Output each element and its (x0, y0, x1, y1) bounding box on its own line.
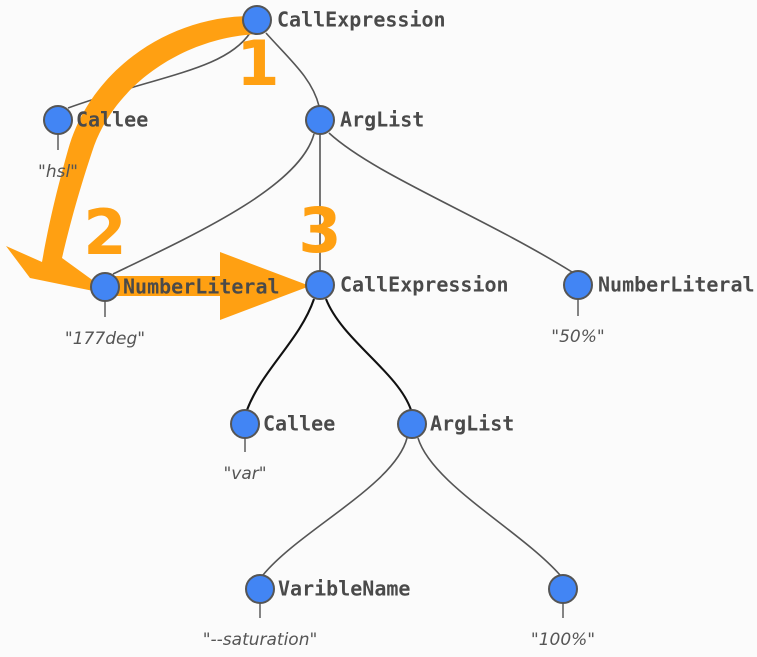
tree-edges (67, 32, 573, 576)
node-label-num177: NumberLiteral (123, 275, 280, 299)
edge-root-arglist1 (265, 32, 320, 107)
node-label-root: CallExpression (277, 8, 446, 32)
step-number-3: 3 (298, 194, 341, 267)
node-value-varname: "--saturation" (203, 630, 318, 650)
step-numbers: 1 2 3 (83, 27, 341, 269)
node-value-num177: "177deg" (65, 329, 145, 349)
highlight-arrow-1 (6, 15, 257, 296)
edge-call2-callee2 (246, 298, 315, 411)
node-varname[interactable]: VaribleName "--saturation" (203, 574, 411, 650)
node-arglist2[interactable]: ArgList (397, 409, 514, 439)
node-label-num50: NumberLiteral (598, 273, 755, 297)
node-value-num100: "100%" (531, 630, 595, 650)
edge-arglist1-num177 (112, 133, 315, 275)
node-num100[interactable]: "100%" (531, 574, 595, 650)
edge-arglist1-num50 (328, 132, 573, 273)
arrow2-shape (103, 252, 310, 320)
node-num50[interactable]: NumberLiteral "50%" (551, 270, 755, 347)
node-label-callee1: Callee (76, 108, 148, 132)
step-number-1: 1 (236, 27, 279, 100)
arrow1-shape (6, 15, 257, 296)
edge-call2-arglist2 (325, 298, 412, 411)
node-callee1[interactable]: Callee "hsl" (38, 105, 148, 182)
step-number-2: 2 (83, 196, 126, 269)
node-label-call2: CallExpression (340, 273, 509, 297)
node-value-num50: "50%" (551, 327, 604, 347)
edge-arglist2-varname (262, 437, 408, 576)
node-label-arglist1: ArgList (340, 108, 424, 132)
edge-arglist2-num100 (417, 437, 561, 576)
highlight-arrow-2 (103, 252, 310, 320)
node-value-callee1: "hsl" (38, 162, 78, 182)
node-arglist1[interactable]: ArgList (305, 105, 424, 135)
node-label-arglist2: ArgList (430, 412, 514, 436)
node-value-callee2: "var" (223, 464, 266, 484)
node-label-callee2: Callee (263, 412, 335, 436)
ast-nodes: CallExpression Callee "hsl" ArgList Numb… (38, 5, 755, 650)
node-callee2[interactable]: Callee "var" (223, 409, 335, 484)
node-root[interactable]: CallExpression (242, 5, 446, 35)
node-stubs (57, 134, 579, 618)
node-num177[interactable]: NumberLiteral "177deg" (65, 272, 280, 349)
node-label-varname: VaribleName (278, 577, 410, 601)
node-call2[interactable]: CallExpression (305, 270, 509, 300)
